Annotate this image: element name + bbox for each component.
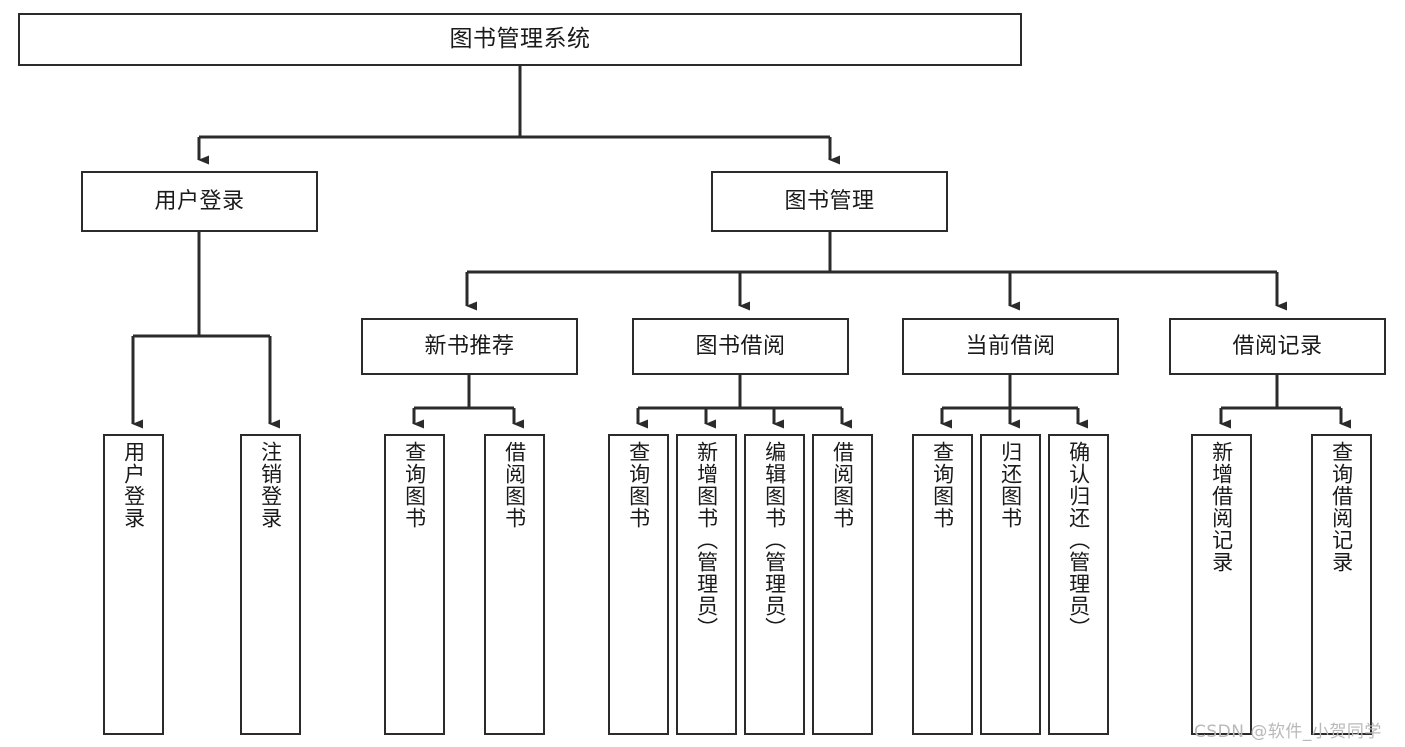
node-label: 查询图书 <box>626 441 651 529</box>
node-label: 查询借阅记录 <box>1329 441 1354 573</box>
node-label: 借阅图书 <box>502 441 527 529</box>
node-label: 新增图书（管理员） <box>694 441 719 639</box>
node-current-borrow[interactable]: 当前借阅 <box>902 318 1119 375</box>
node-borrow-record[interactable]: 借阅记录 <box>1169 318 1386 375</box>
node-label: 用户登录 <box>121 441 146 529</box>
node-label: 新书推荐 <box>424 333 515 359</box>
node-label: 归还图书 <box>998 441 1023 529</box>
leaf-new-book-borrow[interactable]: 借阅图书 <box>484 434 545 735</box>
node-label: 借阅图书 <box>830 441 855 529</box>
leaf-user-login-login[interactable]: 用户登录 <box>103 434 164 735</box>
leaf-borrow-add-book[interactable]: 新增图书（管理员） <box>676 434 737 735</box>
leaf-current-confirm-return[interactable]: 确认归还（管理员） <box>1048 434 1109 735</box>
node-label: 确认归还（管理员） <box>1066 441 1091 639</box>
node-label: 用户登录 <box>154 188 245 214</box>
node-user-login[interactable]: 用户登录 <box>81 171 318 232</box>
node-label: 借阅记录 <box>1232 333 1323 359</box>
node-label: 新增借阅记录 <box>1209 441 1234 573</box>
node-label: 当前借阅 <box>965 333 1056 359</box>
leaf-borrow-borrow-book[interactable]: 借阅图书 <box>812 434 873 735</box>
node-root-system[interactable]: 图书管理系统 <box>18 13 1022 66</box>
leaf-record-query[interactable]: 查询借阅记录 <box>1311 434 1372 735</box>
node-book-borrow[interactable]: 图书借阅 <box>632 318 849 375</box>
leaf-record-add[interactable]: 新增借阅记录 <box>1191 434 1252 735</box>
node-label: 注销登录 <box>258 441 283 529</box>
watermark-csdn: CSDN @软件_小贺同学 <box>1194 722 1382 742</box>
node-label: 图书借阅 <box>695 333 786 359</box>
node-label: 查询图书 <box>402 441 427 529</box>
leaf-borrow-query-book[interactable]: 查询图书 <box>608 434 669 735</box>
leaf-user-login-logout[interactable]: 注销登录 <box>240 434 301 735</box>
leaf-new-book-query[interactable]: 查询图书 <box>384 434 445 735</box>
node-book-management[interactable]: 图书管理 <box>711 171 948 232</box>
leaf-borrow-edit-book[interactable]: 编辑图书（管理员） <box>744 434 805 735</box>
leaf-current-query-book[interactable]: 查询图书 <box>912 434 973 735</box>
leaf-current-return-book[interactable]: 归还图书 <box>980 434 1041 735</box>
node-label: 图书管理系统 <box>449 25 591 52</box>
node-label: 查询图书 <box>930 441 955 529</box>
node-label: 图书管理 <box>784 188 875 214</box>
node-label: 编辑图书（管理员） <box>762 441 787 639</box>
node-new-book-recommend[interactable]: 新书推荐 <box>361 318 578 375</box>
